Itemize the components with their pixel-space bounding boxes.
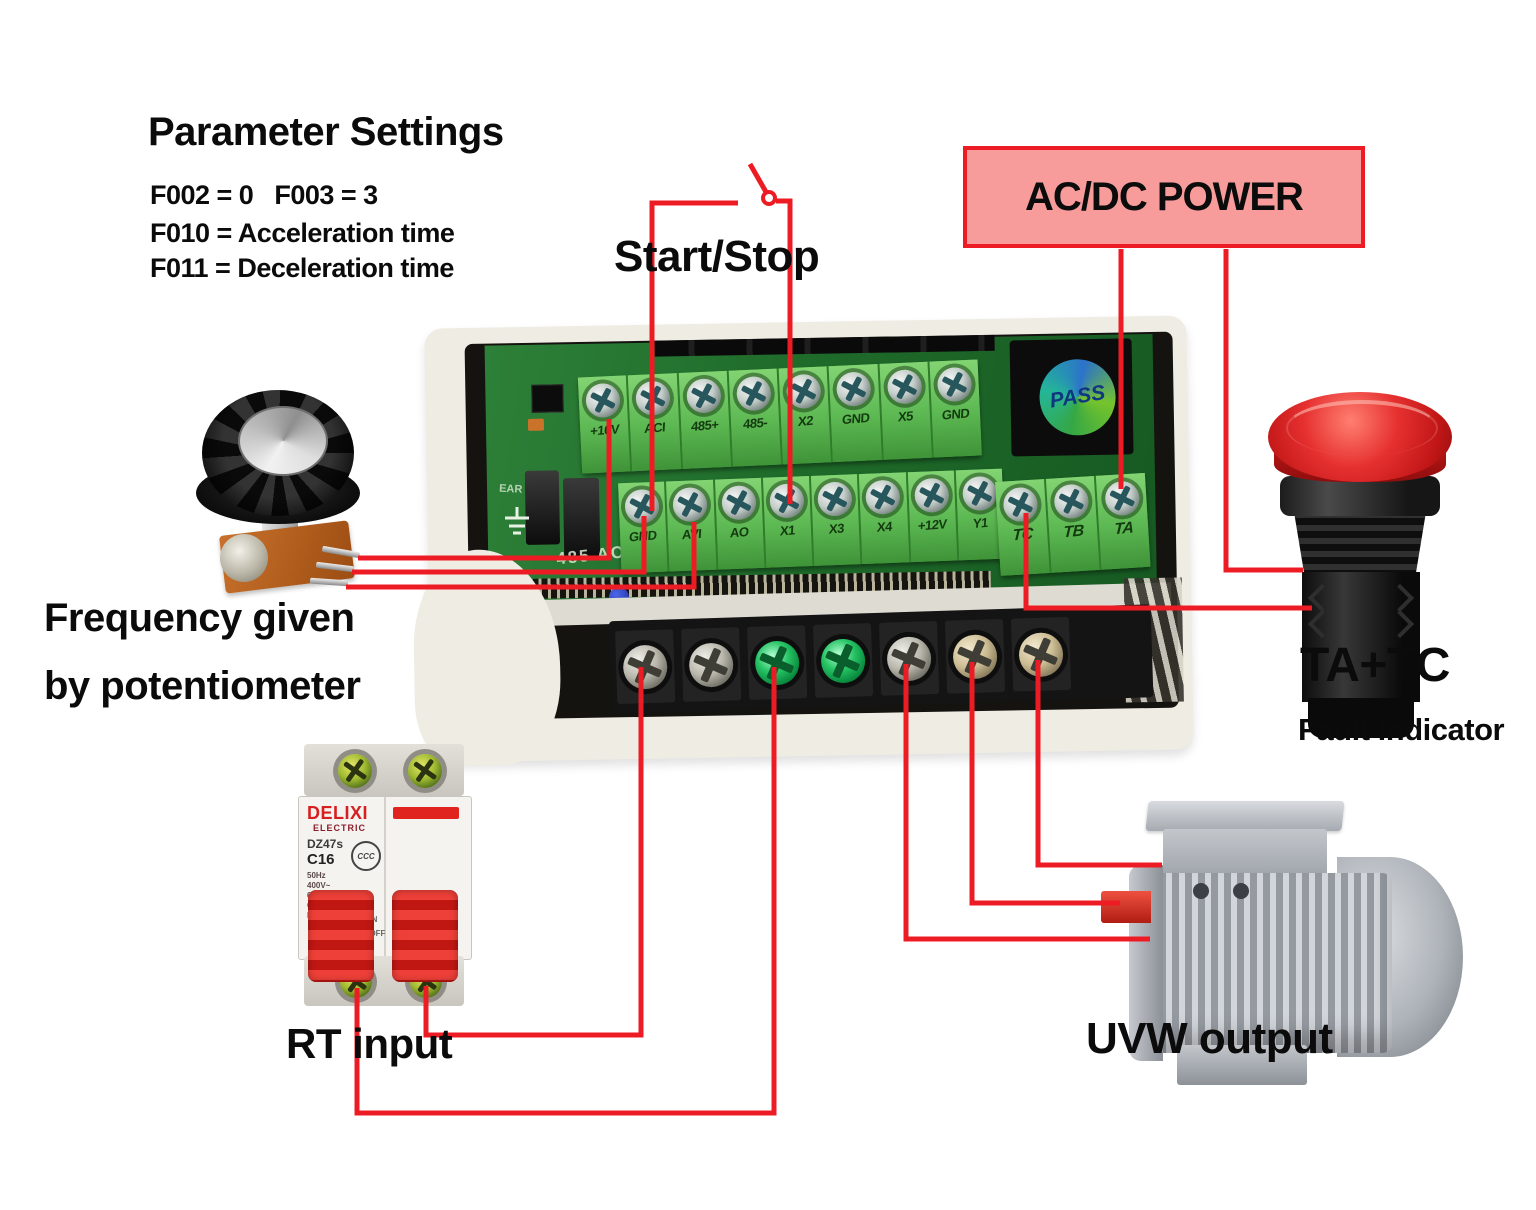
ta-tc-label: TA+TC	[1300, 639, 1450, 692]
uvw-output-label: UVW output	[1086, 1014, 1333, 1063]
breaker-electric: ELECTRIC	[313, 823, 366, 833]
frequency-label-line1: Frequency given	[44, 596, 355, 640]
motor-bolt-hole-1	[1193, 883, 1209, 899]
param-line-1: F002 = 0 F003 = 3	[150, 180, 378, 210]
lamp-red-dome	[1268, 392, 1452, 482]
parameter-settings-title: Parameter Settings	[148, 110, 504, 154]
breaker-screw-top-left	[338, 754, 372, 788]
switch-contact-circle	[761, 190, 777, 206]
breaker-spec-1: 50Hz	[307, 871, 326, 880]
breaker-pole-divider	[384, 797, 386, 959]
lamp-collar	[1280, 476, 1440, 516]
acdc-power-box: AC/DC POWER	[963, 146, 1365, 248]
ground-symbol	[505, 507, 529, 535]
wire-pot-gnd	[352, 516, 647, 575]
wire-u-motor	[903, 664, 1150, 942]
rt-input-label: RT input	[286, 1020, 453, 1067]
fault-indicator-label: Fault indicator	[1298, 712, 1505, 747]
param-line-3: F011 = Deceleration time	[150, 253, 454, 283]
lamp-base	[1308, 698, 1414, 738]
motor	[1095, 795, 1467, 1095]
wire-v-motor	[969, 662, 1120, 906]
wire-switch-x1	[776, 198, 793, 504]
breaker-model: DZ47s	[307, 837, 344, 851]
wire-breaker-t3	[354, 667, 777, 1116]
motor-shaft	[1101, 891, 1151, 923]
breaker-handle-left	[308, 890, 374, 982]
param-line-2: F010 = Acceleration time	[150, 218, 455, 248]
lamp-threads	[1294, 512, 1426, 576]
fault-indicator-lamp	[1268, 392, 1458, 750]
wire-w-motor	[1035, 660, 1162, 868]
potentiometer-knob-top	[238, 406, 328, 476]
start-stop-label: Start/Stop	[614, 232, 820, 281]
wire-switch-gnd	[649, 200, 738, 511]
wire-breaker-t1	[423, 667, 644, 1038]
ccc-logo: CCC	[351, 841, 381, 871]
motor-finned-body	[1140, 873, 1392, 1053]
wire-pot-avi	[346, 522, 697, 590]
breaker-brand: DELIXI	[307, 803, 369, 823]
breaker-screw-top-right	[408, 754, 442, 788]
potentiometer-washer	[220, 534, 268, 582]
lamp-body	[1302, 572, 1420, 702]
circuit-breaker: DELIXI ELECTRIC DZ47s C16 CCC 50Hz 400V~…	[298, 742, 472, 1012]
frequency-label-line2: by potentiometer	[44, 664, 361, 708]
motor-foot	[1177, 1045, 1307, 1085]
breaker-rating: C16	[307, 851, 335, 868]
breaker-red-bar	[393, 807, 459, 819]
breaker-handle-right	[392, 890, 458, 982]
wire-power-lamp	[1223, 249, 1303, 573]
breaker-spec-2: 400V~	[307, 881, 331, 890]
motor-bolt-hole-2	[1233, 883, 1249, 899]
switch-blade	[747, 162, 769, 194]
wire-tc-lamp	[1023, 513, 1312, 611]
wire-pot-10v	[358, 419, 612, 561]
acdc-power-label: AC/DC POWER	[1025, 174, 1304, 219]
